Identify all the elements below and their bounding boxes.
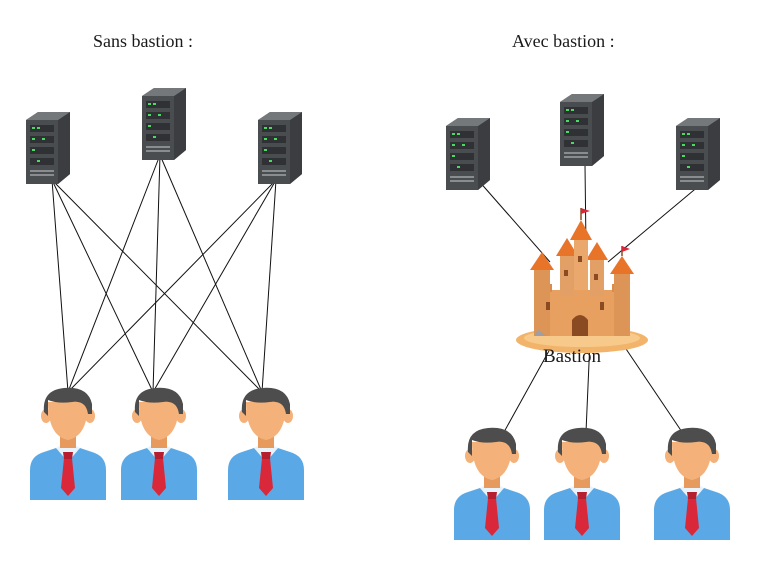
connection-line — [51, 179, 263, 393]
connection-line — [477, 179, 551, 263]
left-connections — [51, 154, 277, 393]
title-sans-bastion: Sans bastion : — [93, 31, 194, 51]
connection-line — [585, 339, 591, 433]
user-icon — [454, 427, 530, 540]
server-icon — [446, 118, 490, 190]
connection-line — [503, 339, 556, 433]
connection-line — [159, 154, 263, 393]
bastion-label: Bastion — [543, 346, 602, 367]
connection-line — [51, 179, 154, 393]
castle-icon — [515, 207, 649, 354]
connection-line — [152, 154, 161, 393]
connection-line — [67, 154, 161, 393]
user-icon — [228, 387, 304, 500]
server-icon — [26, 112, 70, 184]
server-icon — [560, 94, 604, 166]
connection-line — [67, 179, 277, 393]
server-icon — [676, 118, 720, 190]
user-icon — [121, 387, 197, 500]
server-icon — [142, 88, 186, 160]
user-icon — [654, 427, 730, 540]
connection-line — [152, 179, 277, 393]
connection-line — [51, 179, 69, 393]
server-icon — [258, 112, 302, 184]
title-avec-bastion: Avec bastion : — [512, 31, 615, 51]
user-icon — [30, 387, 106, 500]
user-icon — [544, 427, 620, 540]
connection-line — [261, 179, 277, 393]
connection-line — [619, 339, 683, 433]
